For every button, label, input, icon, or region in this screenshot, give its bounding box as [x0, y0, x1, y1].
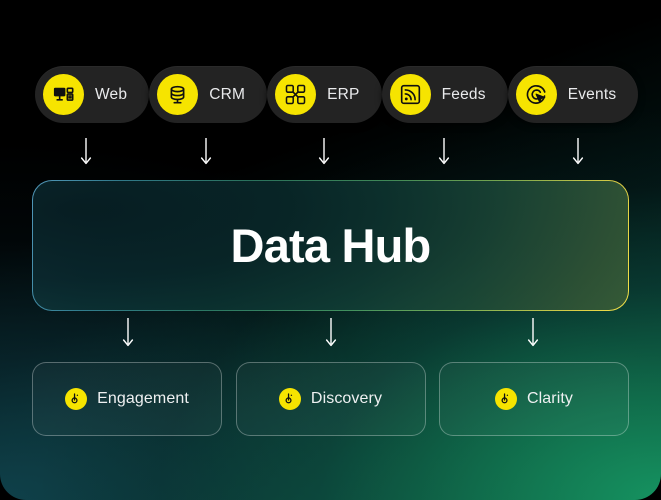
source-pill-label: Feeds [441, 85, 486, 103]
outcome-card-row: Engagement Discovery Clarity [32, 362, 629, 436]
outcome-card-engagement[interactable]: Engagement [32, 362, 222, 436]
source-pill-erp[interactable]: ERP [267, 66, 382, 123]
brand-b-icon [65, 388, 88, 410]
data-hub-panel-inner: Data Hub [33, 181, 628, 310]
network-nodes-icon [275, 74, 317, 115]
source-pill-label: ERP [327, 85, 360, 103]
source-pill-feeds[interactable]: Feeds [381, 66, 508, 123]
flow-arrow-down [79, 138, 93, 168]
flow-arrow-down [324, 318, 338, 350]
data-hub-panel[interactable]: Data Hub [32, 180, 629, 311]
flow-arrow-down [526, 318, 540, 350]
monitor-devices-icon [43, 74, 84, 115]
rss-feed-icon [389, 74, 431, 115]
flow-arrow-down [199, 138, 213, 168]
data-hub-title: Data Hub [230, 219, 432, 272]
source-pill-web[interactable]: Web [35, 66, 150, 123]
brand-b-icon [494, 388, 517, 410]
flow-arrow-down [437, 138, 451, 168]
flow-arrow-down [317, 138, 331, 168]
outcome-card-label: Engagement [97, 390, 189, 407]
source-pill-label: Events [567, 85, 617, 103]
flow-arrow-down [571, 138, 585, 168]
source-pill-events[interactable]: Events [507, 66, 639, 123]
brand-b-icon [278, 388, 301, 410]
source-pill-row: Web CRM [35, 66, 639, 123]
flow-arrow-down [121, 318, 135, 350]
source-pill-crm[interactable]: CRM [149, 66, 268, 123]
outcome-card-label: Discovery [310, 390, 383, 407]
outcome-card-discovery[interactable]: Discovery [235, 362, 426, 436]
database-stack-icon [157, 74, 199, 115]
target-cursor-icon [515, 74, 557, 115]
source-pill-label: Web [95, 85, 128, 103]
outcome-card-label: Clarity [526, 390, 574, 407]
outcome-card-clarity[interactable]: Clarity [439, 362, 629, 436]
source-pill-label: CRM [209, 85, 246, 103]
